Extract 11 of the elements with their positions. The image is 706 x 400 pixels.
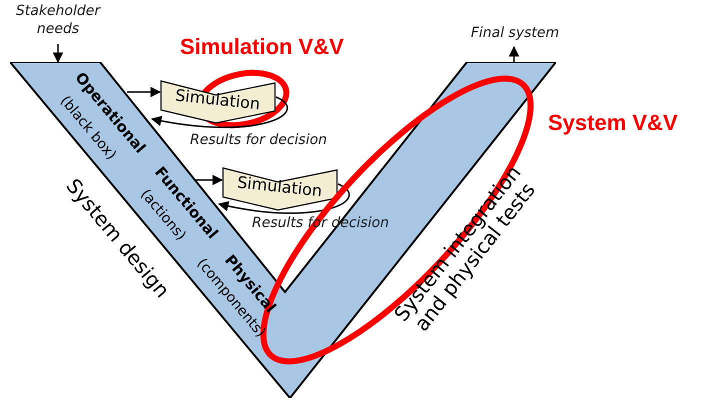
simulation-box: Simulation (160, 80, 276, 124)
annotation-label: Simulation V&V (180, 36, 344, 58)
arrow (52, 44, 64, 64)
io-label: Final system (455, 24, 575, 42)
edge-label: Results for decision (190, 133, 328, 147)
arrow (195, 174, 224, 186)
arrow (508, 46, 520, 62)
arrow (127, 86, 162, 98)
io-label: Stakeholder needs (8, 2, 108, 38)
simulation-box: Simulation (222, 167, 338, 211)
annotation-label: System V&V (548, 112, 678, 134)
